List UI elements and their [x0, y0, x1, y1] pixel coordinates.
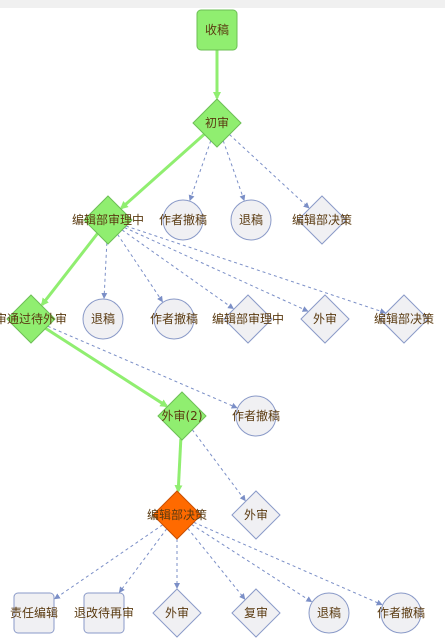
edge-n-first-to-n-review — [119, 133, 206, 210]
edge-n-decide3-to-n-revise — [118, 528, 168, 594]
edge-n-decide3-to-n-recheck — [187, 527, 246, 600]
node-n-receive[interactable]: 收稿 — [196, 9, 238, 51]
node-n-ext3[interactable]: 外审 — [231, 490, 281, 540]
node-label: 编辑部审理中 — [72, 212, 144, 227]
edge-n-decide3-to-n-editor — [53, 524, 164, 600]
node-shape-diamond — [6, 294, 56, 344]
node-n-return1[interactable]: 退稿 — [230, 199, 272, 241]
node-n-ext4[interactable]: 外审 — [152, 588, 202, 638]
node-shape-diamond — [192, 98, 242, 148]
node-n-return2[interactable]: 退稿 — [82, 298, 124, 340]
node-label: 编辑部审理中 — [212, 311, 284, 326]
node-n-revise[interactable]: 退改待再审 — [74, 592, 134, 634]
node-n-withdraw3[interactable]: 作者撤稿 — [232, 395, 280, 437]
node-shape-circle — [308, 592, 350, 634]
node-shape-roundrect — [13, 592, 55, 634]
node-shape-circle — [230, 199, 272, 241]
node-shape-diamond — [83, 195, 133, 245]
edge-n-review-to-n-pass — [40, 232, 99, 307]
node-label: 初审 — [205, 115, 229, 130]
node-label: 外审 — [313, 311, 337, 326]
node-label: 责任编辑 — [10, 605, 58, 620]
node-shape-circle — [380, 592, 422, 634]
node-n-decide1[interactable]: 编辑部决策 — [292, 195, 352, 245]
node-n-withdraw2[interactable]: 作者撤稿 — [150, 298, 198, 340]
edges-layer — [40, 50, 387, 606]
node-label: 收稿 — [205, 22, 229, 37]
node-label: 外审 — [244, 507, 268, 522]
node-n-decide3[interactable]: 编辑部决策 — [147, 490, 207, 540]
node-shape-diamond — [231, 490, 281, 540]
node-label: 作者撤稿 — [150, 311, 198, 326]
node-label: 编辑部决策 — [147, 507, 207, 522]
node-shape-circle — [162, 199, 204, 241]
node-label: 退改待再审 — [74, 605, 134, 620]
edge-n-pass-to-n-withdraw3 — [47, 325, 238, 409]
node-n-review[interactable]: 编辑部审理中 — [72, 195, 144, 245]
node-shape-diamond — [157, 391, 207, 441]
edge-n-pass-to-n-ext2 — [44, 327, 169, 408]
nodes-layer: 收稿初审作者撤稿退稿编辑部决策编辑部审理中审通过待外审退稿作者撤稿编辑部审理中外… — [0, 9, 434, 638]
node-shape-diamond — [223, 294, 273, 344]
node-shape-diamond — [379, 294, 429, 344]
node-label: 作者撤稿 — [159, 212, 207, 227]
node-label: 外审 — [165, 605, 189, 620]
node-label: 作者撤稿 — [377, 605, 425, 620]
node-label: 编辑部决策 — [292, 212, 352, 227]
node-label: 复审 — [244, 605, 268, 620]
node-label: 编辑部决策 — [374, 311, 434, 326]
node-shape-diamond — [231, 588, 281, 638]
node-shape-diamond — [300, 294, 350, 344]
edge-n-ext2-to-n-ext3 — [191, 429, 246, 502]
node-n-review2[interactable]: 编辑部审理中 — [212, 294, 284, 344]
node-label: 退稿 — [239, 212, 263, 227]
node-n-pass[interactable]: 审通过待外审 — [0, 294, 67, 344]
node-n-withdraw4[interactable]: 作者撤稿 — [377, 592, 425, 634]
edge-n-first-to-n-withdraw1 — [188, 140, 212, 202]
node-shape-diamond — [152, 588, 202, 638]
edge-n-decide3-to-n-return3 — [191, 523, 313, 603]
node-n-first[interactable]: 初审 — [192, 98, 242, 148]
edge-n-review-to-n-return2 — [101, 242, 108, 300]
node-n-recheck[interactable]: 复审 — [231, 588, 281, 638]
edge-n-review-to-n-withdraw2 — [117, 234, 163, 303]
node-shape-diamond — [152, 490, 202, 540]
node-shape-roundrect — [83, 592, 125, 634]
node-label: 作者撤稿 — [232, 408, 280, 423]
node-n-decide2[interactable]: 编辑部决策 — [374, 294, 434, 344]
edge-n-decide3-to-n-withdraw4 — [193, 521, 383, 606]
node-shape-diamond — [297, 195, 347, 245]
node-shape-circle — [153, 298, 195, 340]
edge-n-review-to-n-ext1 — [124, 227, 309, 312]
edge-n-first-to-n-decide1 — [229, 134, 310, 209]
node-n-editor[interactable]: 责任编辑 — [10, 592, 58, 634]
node-label: 外审(2) — [162, 408, 203, 423]
node-label: 审通过待外审 — [0, 311, 67, 326]
edge-n-ext2-to-n-decide3 — [174, 438, 183, 494]
node-n-return3[interactable]: 退稿 — [308, 592, 350, 634]
node-label: 退稿 — [317, 605, 341, 620]
node-shape-circle — [235, 395, 277, 437]
node-n-ext1[interactable]: 外审 — [300, 294, 350, 344]
node-n-withdraw1[interactable]: 作者撤稿 — [159, 199, 207, 241]
node-shape-circle — [82, 298, 124, 340]
node-shape-roundrect — [196, 9, 238, 51]
node-label: 退稿 — [91, 311, 115, 326]
edge-n-first-to-n-return1 — [222, 140, 246, 202]
edge-n-review-to-n-review2 — [121, 229, 234, 310]
top-bar — [0, 0, 445, 8]
node-n-ext2[interactable]: 外审(2) — [157, 391, 207, 441]
